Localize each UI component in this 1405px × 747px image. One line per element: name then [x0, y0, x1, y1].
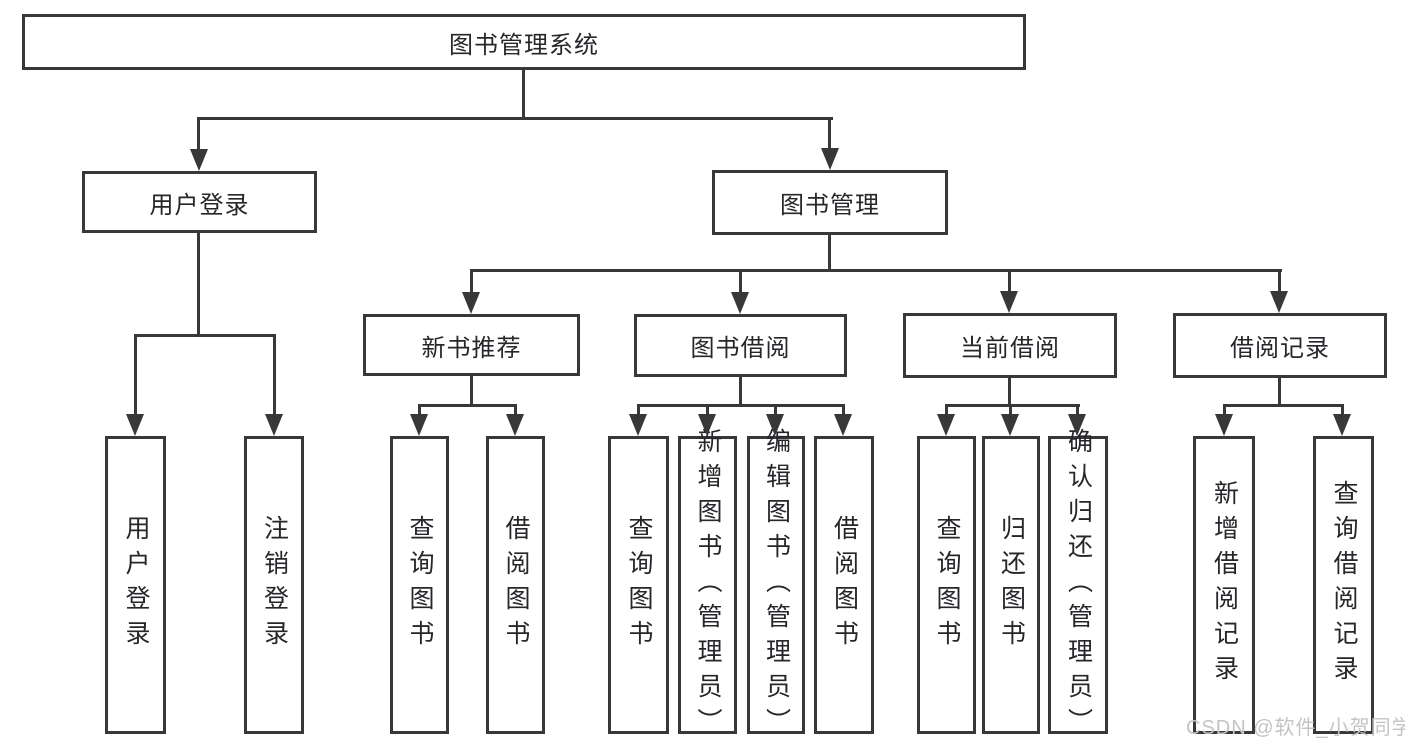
connector-line [945, 404, 948, 416]
connector-line [1278, 378, 1281, 406]
connector-line [1009, 404, 1012, 416]
leaf-user-login: 用户登录 [105, 436, 166, 734]
node-book-borrowing: 图书借阅 [634, 314, 847, 377]
arrow-head [126, 414, 144, 436]
arrow-head [265, 414, 283, 436]
connector-line [522, 70, 525, 119]
node-root-library-management-system: 图书管理系统 [22, 14, 1026, 70]
connector-line [828, 117, 831, 150]
connector-line [197, 233, 200, 337]
leaf-newbooks-borrow-books: 借阅图书 [486, 436, 545, 734]
arrow-head [834, 414, 852, 436]
arrow-head [1068, 414, 1086, 436]
connector-line [1008, 378, 1011, 406]
connector-line [637, 404, 640, 416]
arrow-head [410, 414, 428, 436]
connector-line [1223, 404, 1344, 407]
connector-line [706, 404, 709, 416]
connector-line [945, 404, 1080, 407]
connector-line [739, 377, 742, 406]
node-new-book-recommend: 新书推荐 [363, 314, 580, 376]
connector-line [470, 269, 473, 294]
arrow-head [190, 149, 208, 171]
leaf-current-return-books: 归还图书 [982, 436, 1040, 734]
arrow-head [731, 292, 749, 314]
csdn-watermark: CSDN @软件_小贺同学 [1186, 717, 1405, 739]
leaf-logout: 注销登录 [244, 436, 304, 734]
node-current-borrowing: 当前借阅 [903, 313, 1117, 378]
connector-line [197, 117, 200, 151]
leaf-borrowing-edit-books-admin: 编辑图书（管理员） [747, 428, 805, 743]
leaf-newbooks-query-books: 查询图书 [390, 436, 449, 734]
arrow-head [506, 414, 524, 436]
arrow-head [821, 148, 839, 170]
connector-line [134, 334, 137, 416]
connector-line [514, 404, 517, 416]
connector-line [828, 235, 831, 271]
leaf-current-confirm-return-admin: 确认归还（管理员） [1048, 428, 1108, 743]
arrow-head [698, 414, 716, 436]
node-book-management: 图书管理 [712, 170, 948, 235]
arrow-head [766, 414, 784, 436]
leaf-borrowing-query-books: 查询图书 [608, 436, 669, 734]
arrow-head [1333, 414, 1351, 436]
arrow-head [1270, 291, 1288, 313]
connector-line [197, 117, 833, 120]
connector-line [739, 269, 742, 294]
connector-line [470, 376, 473, 406]
connector-line [1278, 269, 1281, 293]
arrow-head [1001, 414, 1019, 436]
connector-line [637, 404, 845, 407]
leaf-borrowing-borrow-books: 借阅图书 [814, 436, 874, 734]
arrow-head [462, 292, 480, 314]
leaf-records-add-record: 新增借阅记录 [1193, 436, 1255, 734]
connector-line [418, 404, 517, 407]
arrow-head [937, 414, 955, 436]
connector-line [418, 404, 421, 416]
connector-line [774, 404, 777, 416]
leaf-records-query-record: 查询借阅记录 [1313, 436, 1374, 734]
connector-line [1076, 404, 1079, 416]
connector-line [1008, 269, 1011, 293]
arrow-head [1215, 414, 1233, 436]
connector-line [470, 269, 1282, 272]
leaf-borrowing-add-books-admin: 新增图书（管理员） [678, 428, 737, 743]
connector-line [273, 334, 276, 416]
arrow-head [1000, 291, 1018, 313]
connector-line [842, 404, 845, 416]
leaf-current-query-books: 查询图书 [917, 436, 976, 734]
connector-line [1341, 404, 1344, 416]
connector-line [1223, 404, 1226, 416]
node-borrowing-records: 借阅记录 [1173, 313, 1387, 378]
arrow-head [629, 414, 647, 436]
node-user-login: 用户登录 [82, 171, 317, 233]
connector-line [134, 334, 276, 337]
